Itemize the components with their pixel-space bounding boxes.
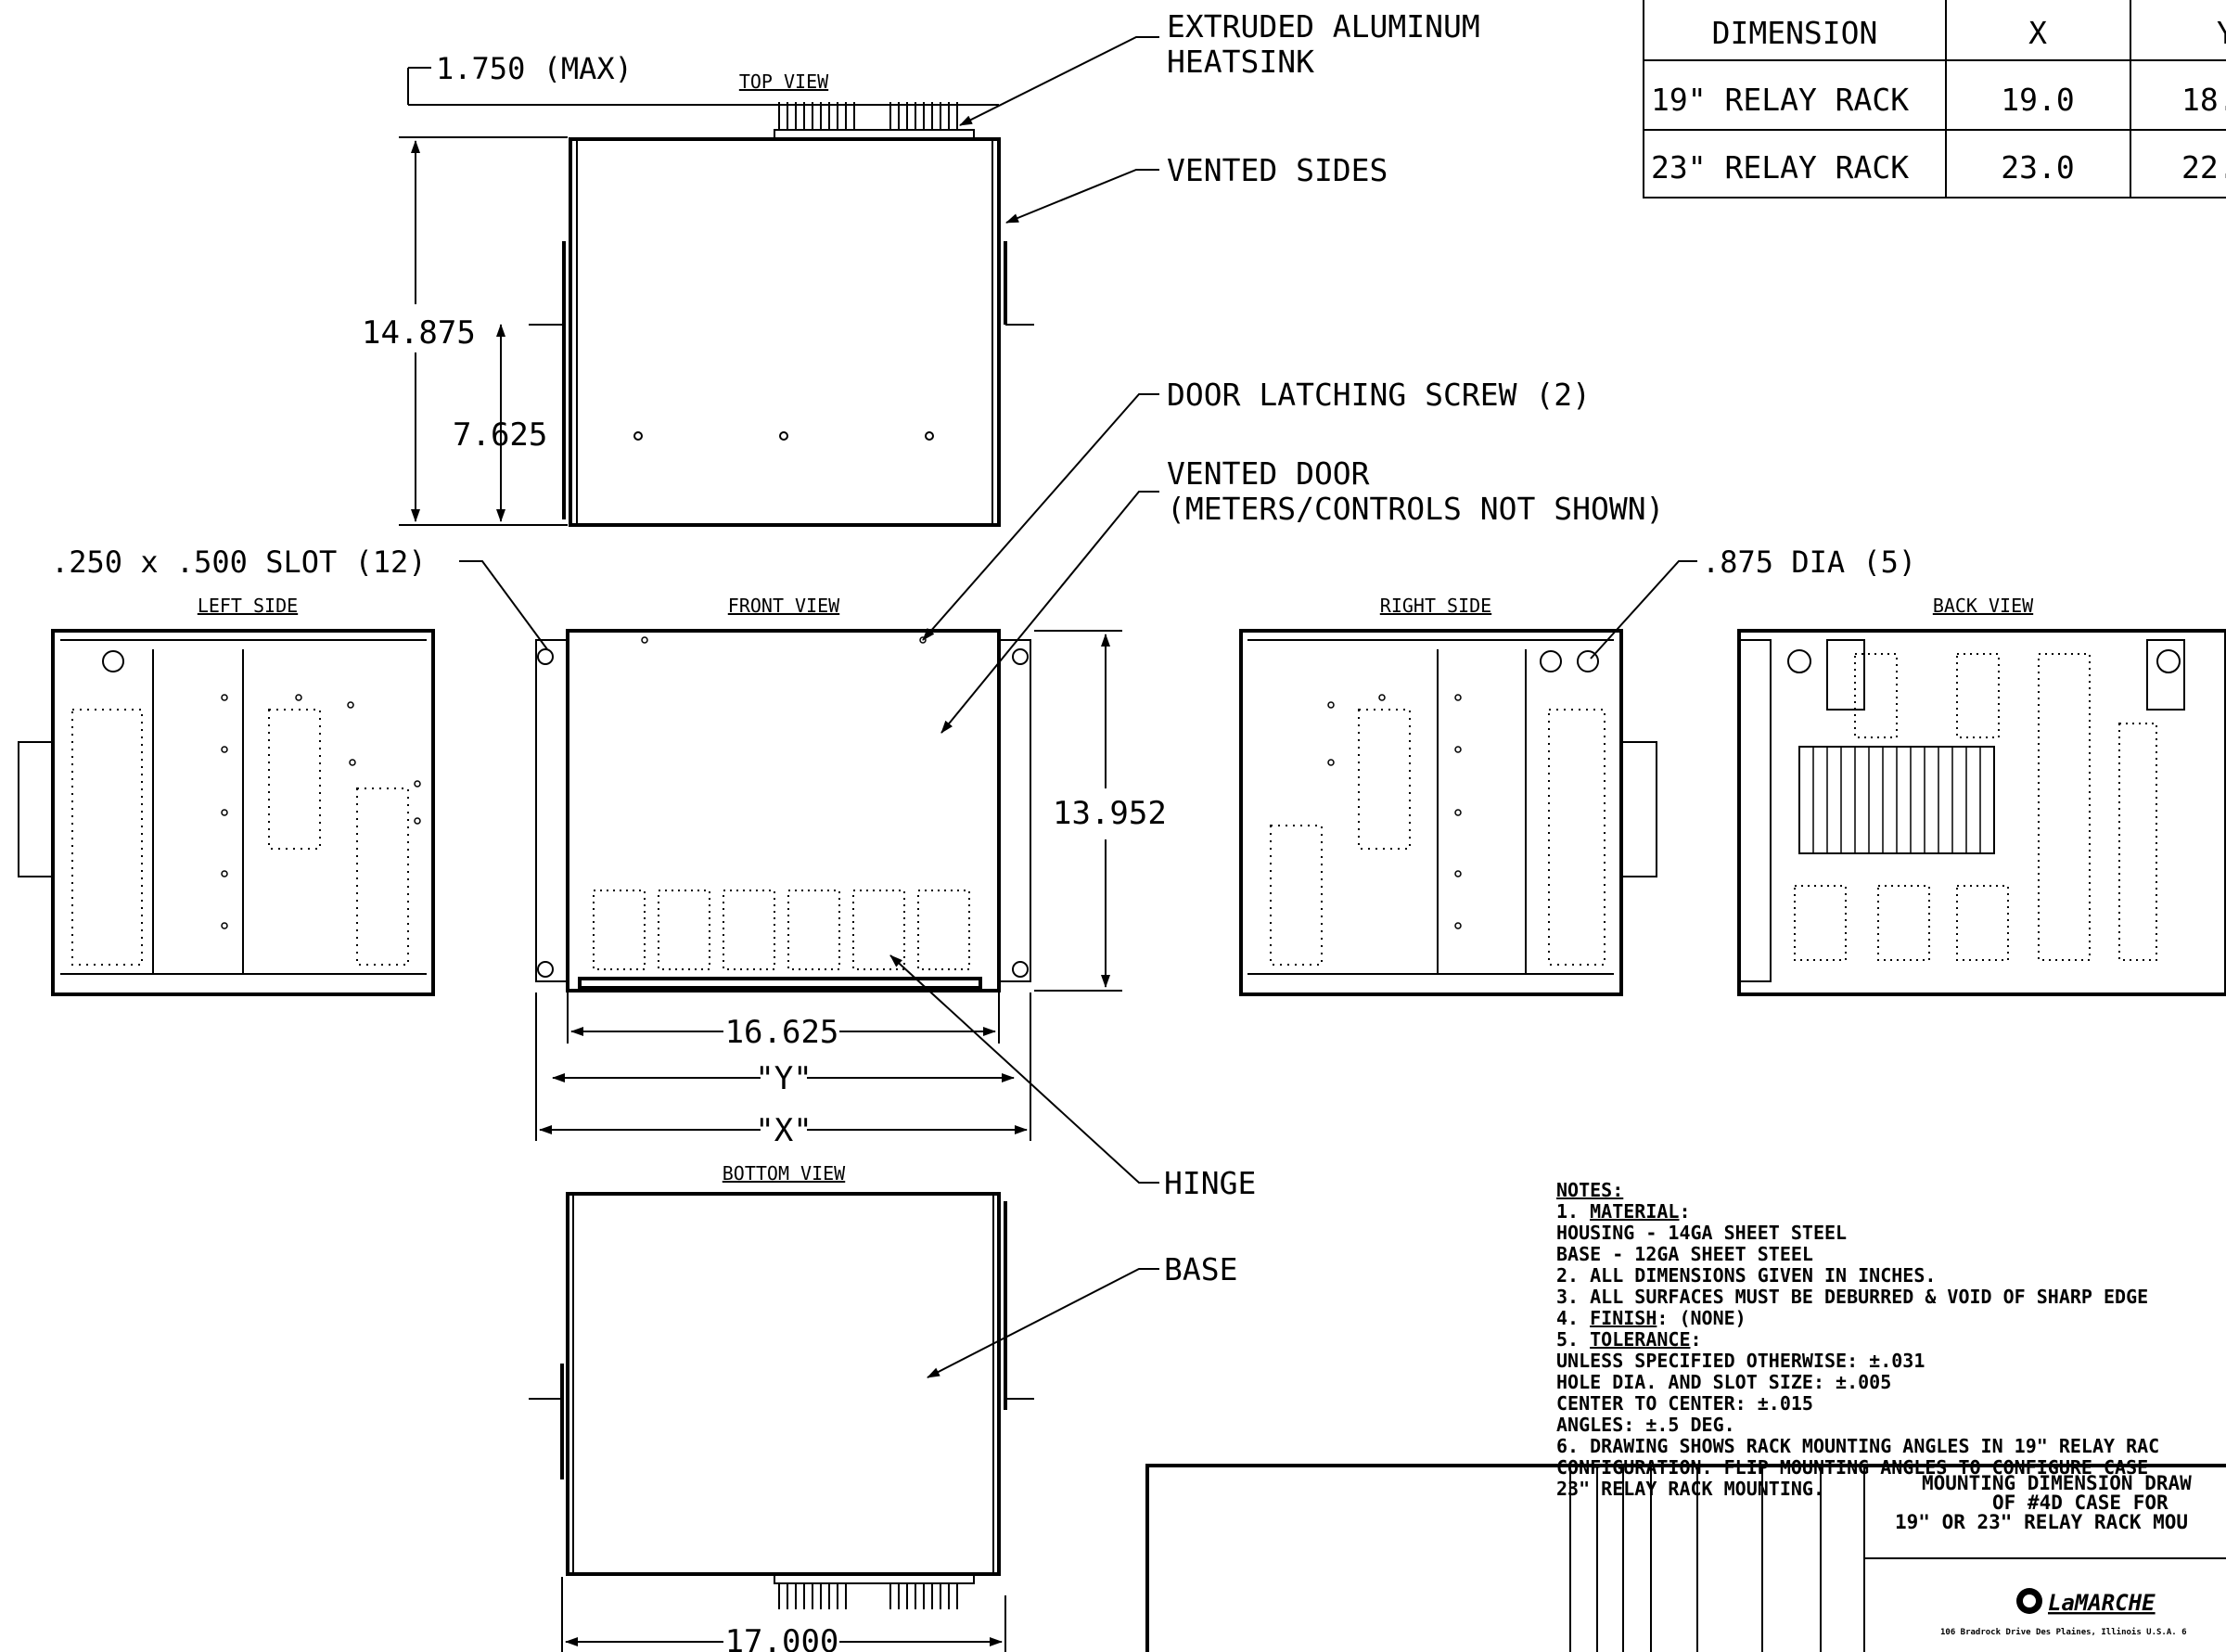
title-block: MOUNTING DIMENSION DRAW OF #4D CASE FOR …	[1145, 1464, 2226, 1652]
right-side-view: RIGHT SIDE	[1239, 595, 1657, 996]
label-hinge: HINGE	[1164, 1165, 1256, 1201]
heatsink-fins	[774, 102, 975, 140]
note-line: 2. ALL DIMENSIONS GIVEN IN INCHES.	[1556, 1264, 1936, 1287]
bottom-heatsink-fins	[774, 1573, 975, 1609]
note-line: 23" RELAY RACK MOUNTING.	[1556, 1478, 1824, 1500]
label-vented-door-2: (METERS/CONTROLS NOT SHOWN)	[1167, 491, 1664, 527]
dim-14875: 14.875	[362, 314, 476, 352]
back-view: BACK VIEW	[1737, 595, 2226, 996]
top-view-title: TOP VIEW	[739, 70, 829, 93]
note-line: 3. ALL SURFACES MUST BE DEBURRED & VOID …	[1556, 1286, 2148, 1308]
company-address: 106 Bradrock Drive Des Plaines, Illinois…	[1940, 1627, 2187, 1637]
note-line: ANGLES: ±.5 DEG.	[1556, 1414, 1735, 1436]
company-logo: LaMARCHE	[2016, 1588, 2156, 1616]
dim-16625: 16.625	[725, 1014, 839, 1051]
dim-max-height: 1.750 (MAX)	[436, 51, 633, 86]
note-line: 6. DRAWING SHOWS RACK MOUNTING ANGLES IN…	[1556, 1435, 2159, 1457]
company-name: LaMARCHE	[2048, 1590, 2156, 1616]
label-heatsink-2: HEATSINK	[1167, 44, 1314, 80]
table-row-19-label: 19" RELAY RACK	[1651, 82, 1909, 118]
note-line: BASE - 12GA SHEET STEEL	[1556, 1243, 1813, 1265]
table-header-y: Y	[2217, 15, 2226, 51]
table-row-23-label: 23" RELAY RACK	[1651, 149, 1909, 186]
note-line: 1. MATERIAL:	[1556, 1200, 1691, 1223]
bottom-view: BOTTOM VIEW 17.000 BASE	[529, 1162, 1237, 1652]
front-callouts: DOOR LATCHING SCREW (2) VENTED DOOR (MET…	[51, 377, 1916, 734]
left-side-title: LEFT SIDE	[198, 595, 298, 617]
title-line-3: 19" OR 23" RELAY RACK MOU	[1895, 1511, 2188, 1533]
top-view-outline	[569, 137, 1001, 527]
note-line: HOUSING - 14GA SHEET STEEL	[1556, 1222, 1847, 1244]
note-line: 4. FINISH: (NONE)	[1556, 1307, 1746, 1329]
label-door-screw: DOOR LATCHING SCREW (2)	[1167, 377, 1591, 413]
label-base: BASE	[1164, 1251, 1237, 1287]
title-line-1: MOUNTING DIMENSION DRAW	[1922, 1472, 2192, 1494]
note-line: HOLE DIA. AND SLOT SIZE: ±.005	[1556, 1371, 1891, 1393]
dim-x: "X"	[755, 1112, 812, 1149]
right-side-title: RIGHT SIDE	[1380, 595, 1491, 617]
left-side-view: LEFT SIDE	[18, 595, 435, 996]
dim-13952: 13.952	[1053, 795, 1167, 832]
back-view-title: BACK VIEW	[1933, 595, 2034, 617]
table-row-23-x: 23.0	[2001, 149, 2074, 186]
table-header-dimension: DIMENSION	[1712, 15, 1878, 51]
front-view: FRONT VIEW 13.952 16.625 "Y"	[535, 595, 1256, 1201]
note-line: 5. TOLERANCE:	[1556, 1328, 1702, 1351]
note-line: UNLESS SPECIFIED OTHERWISE: ±.031	[1556, 1350, 1925, 1372]
label-slot: .250 x .500 SLOT (12)	[51, 544, 427, 580]
label-heatsink-1: EXTRUDED ALUMINUM	[1167, 8, 1480, 45]
note-line: CENTER TO CENTER: ±.015	[1556, 1392, 1813, 1415]
title-line-2: OF #4D CASE FOR	[1992, 1492, 2168, 1514]
label-vented-door-1: VENTED DOOR	[1167, 455, 1370, 492]
dimension-table: DIMENSION X Y 19" RELAY RACK 19.0 18. 23…	[1643, 0, 2226, 198]
table-header-x: X	[2028, 15, 2047, 51]
bottom-view-title: BOTTOM VIEW	[723, 1162, 846, 1185]
label-vented-sides: VENTED SIDES	[1167, 152, 1388, 188]
dim-7625: 7.625	[453, 416, 547, 454]
notes: NOTES: 1. MATERIAL: HOUSING - 14GA SHEET…	[1556, 1179, 2159, 1500]
back-heatsink-fins	[1812, 747, 1981, 853]
table-row-23-y: 22.	[2181, 149, 2226, 186]
dim-y: "Y"	[755, 1060, 812, 1097]
top-view: TOP VIEW 1.750 (MAX)	[362, 8, 1480, 527]
table-row-19-x: 19.0	[2001, 82, 2074, 118]
dim-17000: 17.000	[725, 1623, 839, 1652]
label-dia: .875 DIA (5)	[1702, 544, 1916, 580]
notes-title: NOTES:	[1556, 1179, 1623, 1201]
front-view-title: FRONT VIEW	[728, 595, 840, 617]
front-vent-slots	[593, 890, 970, 970]
table-row-19-y: 18.	[2181, 82, 2226, 118]
